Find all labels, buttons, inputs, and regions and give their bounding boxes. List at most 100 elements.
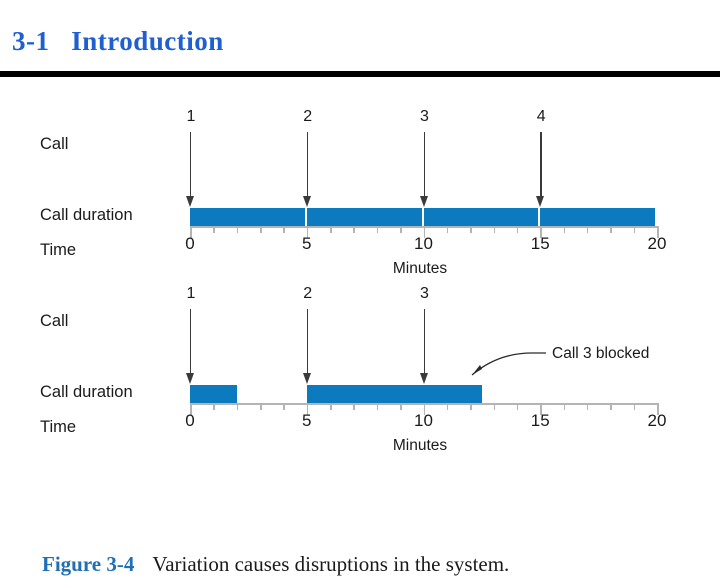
x-axis-minor-tick (376, 403, 379, 410)
x-tick-label: 20 (647, 411, 667, 430)
call-duration-bar (190, 385, 237, 403)
x-axis-minor-tick (563, 226, 566, 233)
title-divider (0, 71, 720, 77)
x-tick-label: 0 (185, 234, 195, 253)
x-axis-minor-tick (633, 403, 636, 410)
call-duration-bar (540, 208, 655, 226)
x-axis-major-tick (540, 226, 542, 238)
x-axis-minor-tick (446, 226, 449, 233)
arrow-head-icon (186, 196, 194, 207)
x-axis-minor-tick (330, 226, 332, 233)
row-label-call-duration: Call duration (40, 383, 133, 401)
arrow-head-icon (536, 196, 545, 207)
x-axis-title: Minutes (392, 437, 448, 454)
x-axis-minor-tick (610, 403, 612, 410)
annotation-call-3-blocked: Call 3 blocked (552, 345, 650, 362)
arrow-shaft (190, 132, 192, 198)
x-axis-major-tick (423, 403, 425, 415)
plot-area-top: 1 2 3 4 0 5 10 15 20 Minutes (185, 108, 666, 277)
x-axis-minor-tick (213, 403, 215, 410)
x-axis-minor-tick (213, 226, 215, 233)
x-axis-minor-tick (236, 403, 239, 410)
call-blocked-leader-line (471, 352, 546, 376)
x-tick-label: 5 (302, 234, 312, 253)
plot-area-bottom: 1 2 3 0 5 10 15 20 Minutes Call 3 blocked (185, 285, 666, 454)
x-axis-minor-tick (633, 226, 636, 233)
x-axis-minor-tick (516, 226, 519, 233)
x-tick-label: 5 (302, 411, 312, 430)
call-number-label: 1 (186, 108, 196, 125)
chart-uniform-call-durations: Call Call duration Time 1 2 3 4 0 5 10 15 20 Mi… (0, 108, 720, 303)
x-axis-title: Minutes (392, 260, 448, 277)
arrow-shaft (306, 132, 309, 198)
x-tick-label: 15 (530, 234, 550, 253)
call-number-label: 1 (186, 285, 196, 302)
x-axis-minor-tick (470, 403, 472, 410)
call-number-label: 4 (536, 108, 546, 125)
x-axis-minor-tick (493, 226, 496, 233)
row-label-time: Time (40, 418, 77, 436)
x-axis-major-tick (657, 226, 659, 238)
x-axis-major-tick (306, 403, 309, 415)
arrow-shaft (423, 309, 425, 375)
x-axis-minor-tick (400, 226, 402, 233)
call-duration-bar (423, 208, 539, 226)
row-label-call-duration: Call duration (40, 206, 133, 224)
x-axis-major-tick (190, 226, 192, 238)
x-axis-major-tick (190, 403, 192, 415)
page-title: 3-1 Introduction (12, 26, 224, 56)
arrow-head-icon (186, 373, 194, 384)
x-tick-label: 0 (185, 411, 195, 430)
x-tick-label: 10 (414, 411, 433, 430)
call-number-label: 3 (420, 285, 429, 302)
x-axis-minor-tick (260, 226, 262, 233)
x-axis-minor-tick (493, 403, 496, 410)
x-axis-minor-tick (353, 226, 355, 233)
x-axis-major-tick (657, 403, 659, 415)
row-label-call: Call (40, 135, 69, 153)
x-axis-minor-tick (470, 226, 472, 233)
x-axis-minor-tick (330, 403, 332, 410)
call-number-label: 2 (303, 108, 313, 125)
x-axis-minor-tick (236, 226, 239, 233)
chart-variable-call-durations: Call Call duration Time 1 2 3 0 5 10 15 20 Min… (0, 285, 720, 475)
call-duration-bar (306, 385, 483, 403)
call-duration-bar (190, 208, 305, 226)
call-duration-bar (306, 208, 422, 226)
x-tick-label: 20 (647, 234, 667, 253)
x-axis-minor-tick (610, 226, 612, 233)
call-number-label: 2 (303, 285, 313, 302)
arrow-shaft (423, 132, 425, 198)
x-axis-major-tick (540, 403, 542, 415)
call-number-label: 3 (420, 108, 429, 125)
x-axis-minor-tick (260, 403, 262, 410)
x-axis-minor-tick (283, 226, 285, 233)
row-label-time: Time (40, 241, 77, 259)
x-axis-minor-tick (586, 403, 589, 410)
arrow-shaft (190, 309, 192, 375)
x-tick-label: 15 (530, 411, 550, 430)
arrow-head-icon (302, 196, 311, 207)
x-axis-minor-tick (586, 226, 589, 233)
x-axis-minor-tick (446, 403, 449, 410)
x-axis-minor-tick (563, 403, 566, 410)
figure-caption-text: Variation causes disruptions in the syst… (152, 552, 510, 576)
x-axis-minor-tick (376, 226, 379, 233)
slide: 3-1 Introduction Call Call duration Time… (0, 26, 720, 576)
x-axis-minor-tick (353, 403, 355, 410)
x-axis-major-tick (423, 226, 425, 238)
x-axis-minor-tick (400, 403, 402, 410)
row-label-call: Call (40, 312, 69, 330)
x-axis-major-tick (306, 226, 309, 238)
x-axis-minor-tick (516, 403, 519, 410)
arrow-head-icon (419, 196, 428, 207)
arrow-head-icon (419, 373, 428, 384)
x-axis-minor-tick (283, 403, 285, 410)
x-tick-label: 10 (414, 234, 433, 253)
arrow-shaft (306, 309, 309, 375)
arrow-shaft (540, 132, 542, 198)
figure-caption: Figure 3-4 Variation causes disruptions i… (42, 552, 509, 577)
arrow-head-icon (302, 373, 311, 384)
figure-number: Figure 3-4 (42, 552, 135, 576)
